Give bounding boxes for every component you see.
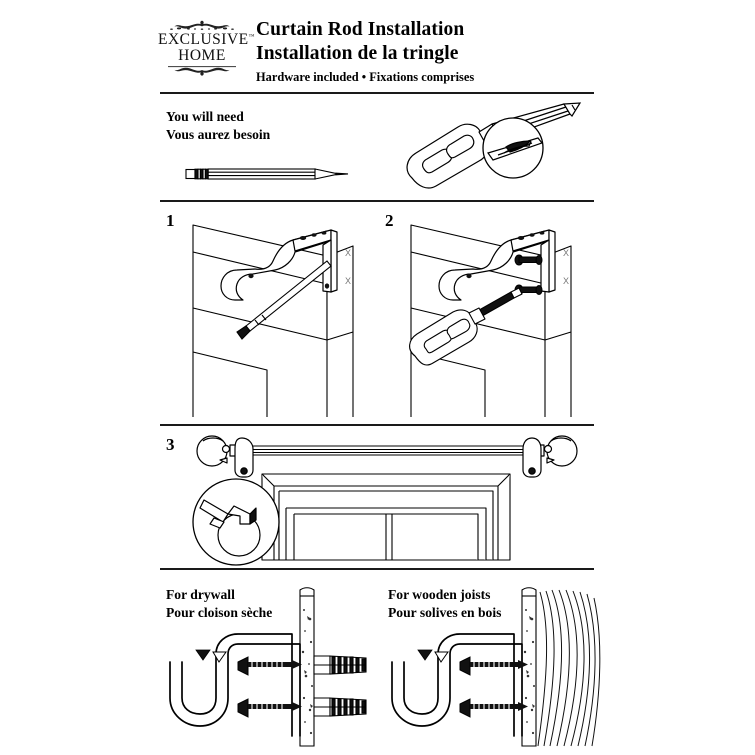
logo-text-line2: HOME [178,46,226,64]
joists-label-fr: Pour solives en bois [388,605,502,620]
drywall-anchor-illustration [160,586,385,747]
divider-tools [160,200,594,202]
tools-label-en: You will need [166,109,244,124]
wood-grain [537,589,601,747]
title-french: Installation de la tringle [256,42,459,64]
divider-steps [160,424,594,426]
tools-label-fr: Vous aurez besoin [166,127,271,142]
step-2-mark-1: X [563,248,569,258]
step-2-number: 2 [385,211,394,230]
screw-top [237,656,302,676]
step-1-number: 1 [166,211,175,230]
brand-logo: EXCLUSIVE™ HOME [158,20,255,86]
step-2-mark-2: X [563,276,569,286]
title-english: Curtain Rod Installation [256,19,465,40]
wall-anchor-top [313,655,367,675]
screw-bottom [237,698,302,718]
step-1-mark-2: X [345,276,351,286]
bracket-mark-holes-illustration: X X [175,212,390,417]
screwdriver-icon [400,102,596,193]
joists-label-en: For wooden joists [388,587,491,602]
drywall-label-en: For drywall [166,587,235,602]
divider-mounting [160,568,594,570]
finial-detail-magnifier [192,478,280,566]
wall-anchor-bottom [313,697,367,717]
rod-over-window-illustration [190,432,600,566]
drywall-label-fr: Pour cloison sèche [166,605,273,620]
logo-ornament-bottom-icon [168,65,236,76]
wood-joist-illustration [382,586,607,747]
step-1-mark-1: X [345,248,351,258]
step-3-number: 3 [166,435,175,454]
logo-ornament-top-icon [170,20,234,30]
pencil-icon [185,163,375,185]
logo-trademark: ™ [248,33,255,40]
header-titles: Curtain Rod Installation Installation de… [256,18,596,84]
sheet-header: EXCLUSIVE™ HOME Curtain Rod Installation… [158,18,598,90]
logo-text-line1: EXCLUSIVE™ [158,31,255,48]
divider-top [160,92,594,94]
header-subtitle: Hardware included • Fixations comprises [256,69,475,84]
screw-bottom [459,698,528,718]
bracket-screw-illustration: X X [393,212,608,417]
screw-top [459,656,528,676]
